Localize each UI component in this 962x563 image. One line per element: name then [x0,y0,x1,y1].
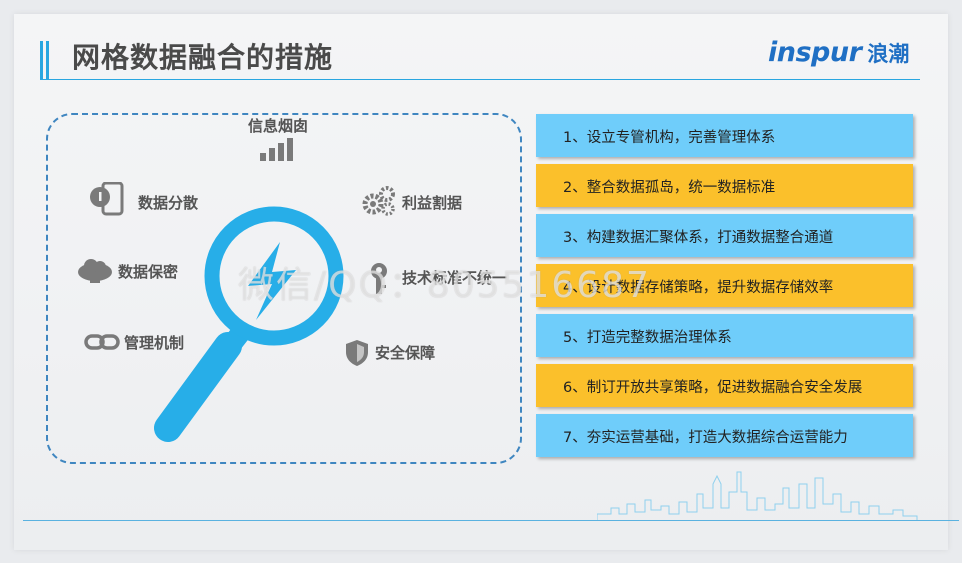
problem-mechanism-label: 管理机制 [124,334,185,352]
step-1-text: 1、设立专管机构，完善管理体系 [563,130,776,146]
step-3-text: 3、构建数据汇聚体系，打通数据整合通道 [563,230,834,246]
step-3: 3、构建数据汇聚体系，打通数据整合通道 [536,214,913,257]
step-2: 2、整合数据孤岛，统一数据标准 [536,164,913,207]
cloud-lock-icon [78,259,112,283]
step-5: 5、打造完整数据治理体系 [536,314,913,357]
problem-scatter-label: 数据分散 [138,194,199,212]
problem-secrecy-label: 数据保密 [118,263,179,281]
watermark-text: 微信/QQ：805516687 [238,265,651,306]
problem-standard-label: 技术标准不统一 [402,269,508,287]
step-7: 7、夯实运营基础，打造大数据综合运营能力 [536,414,913,457]
step-4-text: 4、设计数据存储策略，提升数据存储效率 [563,280,834,296]
step-7-text: 7、夯实运营基础，打造大数据综合运营能力 [563,430,848,446]
step-4: 4、设计数据存储策略，提升数据存储效率 [536,264,913,307]
bottom-rule [23,520,959,521]
step-5-text: 5、打造完整数据治理体系 [563,330,732,346]
page-title: 网格数据融合的措施 [72,41,334,74]
phone-info-icon [90,182,124,216]
step-2-text: 2、整合数据孤岛，统一数据标准 [563,180,776,196]
problem-interest-label: 利益割据 [402,194,463,212]
step-6: 6、制订开放共享策略，促进数据融合安全发展 [536,364,913,407]
key-icon [371,263,387,294]
magnifier-icon [154,206,344,442]
logo-brand-cn: 浪潮 [867,42,910,66]
problem-safety-label: 安全保障 [375,344,436,362]
title-underline [40,79,920,80]
step-1: 1、设立专管机构，完善管理体系 [536,114,913,157]
chain-link-icon [84,334,120,350]
signal-bars-icon [260,138,293,161]
problem-signal-label: 信息烟囱 [248,117,309,135]
city-skyline-decoration [597,471,918,520]
step-6-text: 6、制订开放共享策略，促进数据融合安全发展 [563,380,863,396]
logo-brand: inspur [768,37,862,68]
shield-icon [346,340,368,366]
problems-panel [46,113,522,464]
gears-icon [362,186,395,216]
